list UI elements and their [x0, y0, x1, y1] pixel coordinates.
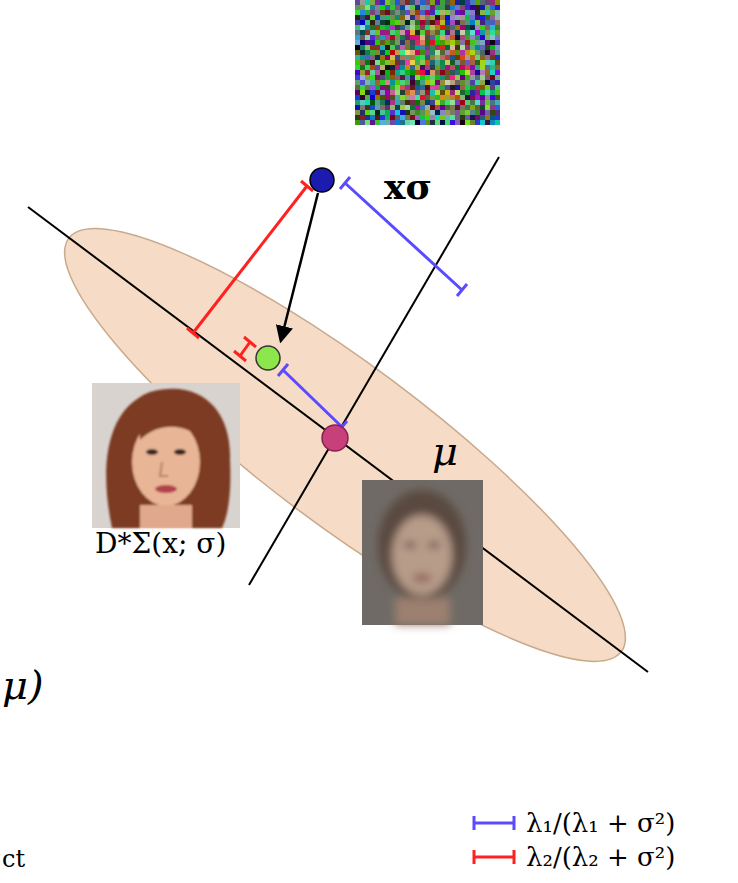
- red-bracket-long: [187, 181, 313, 338]
- legend-text: λ₁/(λ₁ + σ²): [526, 808, 675, 838]
- legend-bracket: [470, 813, 518, 833]
- mean-label: μ: [432, 428, 458, 474]
- denoised-face-image: [92, 383, 240, 528]
- legend-text: λ₂/(λ₂ + σ²): [526, 842, 675, 872]
- denoised-point: [256, 346, 280, 370]
- red-bracket-short: [234, 337, 256, 361]
- mean-face-image: [362, 480, 483, 625]
- covariance-ellipse: [21, 174, 669, 715]
- mean-point: [322, 425, 348, 451]
- legend: λ₁/(λ₁ + σ²) λ₂/(λ₂ + σ²): [470, 806, 675, 874]
- legend-bracket: [470, 847, 518, 867]
- denoise-arrow: [281, 193, 318, 340]
- major-axis: [28, 207, 648, 672]
- noisy-image: [355, 0, 500, 125]
- cut-off-text: ct: [2, 846, 25, 874]
- point-label: xσ: [384, 166, 432, 207]
- legend-row: λ₂/(λ₂ + σ²): [470, 840, 675, 874]
- denoiser-label: D*Σ(x; σ): [95, 528, 226, 560]
- cut-off-text: μ): [2, 662, 44, 708]
- legend-row: λ₁/(λ₁ + σ²): [470, 806, 675, 840]
- blue-bracket-short: [278, 364, 347, 433]
- noisy-point: [310, 168, 334, 192]
